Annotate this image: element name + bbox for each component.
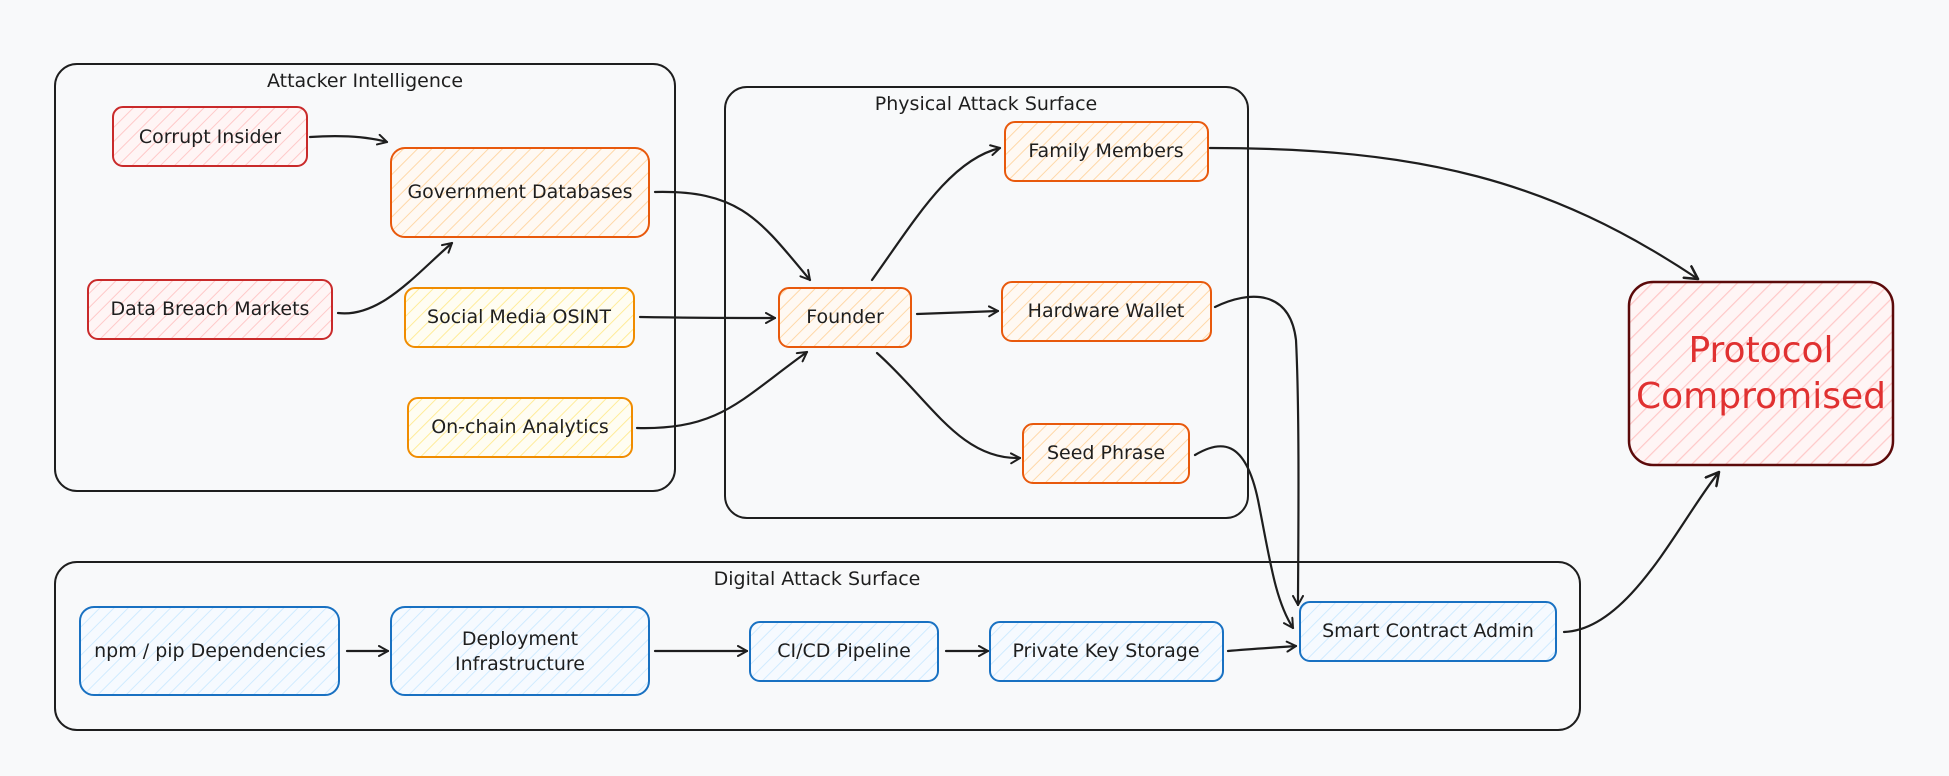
edge-founder-to-family — [870, 144, 1002, 282]
group-digital-attack-surface: Digital Attack Surface — [54, 561, 1581, 731]
node-label: CI/CD Pipeline — [777, 640, 911, 662]
edge-breach-to-govdb — [336, 241, 454, 315]
node-label: npm / pip Dependencies — [94, 640, 326, 662]
node-label: Founder — [806, 306, 884, 328]
final-label-line1: Protocol — [1688, 330, 1833, 371]
edge-osint-to-founder — [638, 311, 777, 324]
node-label: Government Databases — [407, 181, 632, 203]
edge-onchain-to-founder — [635, 350, 809, 430]
node-protocol-compromised[interactable]: Protocol Compromised — [1627, 280, 1895, 467]
edge-pks-to-sca — [1226, 640, 1298, 653]
node-label: Smart Contract Admin — [1322, 620, 1534, 642]
node-family-members[interactable]: Family Members — [1004, 121, 1209, 182]
node-data-breach-markets[interactable]: Data Breach Markets — [87, 279, 333, 340]
edge-founder-to-seed — [875, 351, 1022, 465]
node-corrupt-insider[interactable]: Corrupt Insider — [112, 106, 308, 167]
node-label: Private Key Storage — [1012, 640, 1199, 662]
edge-sca-to-protocol — [1562, 472, 1719, 634]
node-label-line1: Deployment — [462, 628, 578, 650]
node-cicd-pipeline[interactable]: CI/CD Pipeline — [749, 621, 939, 682]
node-seed-phrase[interactable]: Seed Phrase — [1022, 423, 1190, 484]
node-label: Data Breach Markets — [111, 298, 310, 320]
edge-insider-to-govdb — [308, 133, 389, 146]
node-private-key-storage[interactable]: Private Key Storage — [989, 621, 1224, 682]
node-label-line2: Infrastructure — [455, 653, 585, 675]
group-physical-attack-surface: Physical Attack Surface — [724, 86, 1249, 519]
edge-hwwallet-to-sca — [1213, 295, 1305, 607]
node-npm-pip-dependencies[interactable]: npm / pip Dependencies — [79, 606, 340, 696]
group-title-physical: Physical Attack Surface — [875, 93, 1097, 115]
group-title-attacker: Attacker Intelligence — [267, 70, 463, 92]
edge-govdb-to-founder — [653, 190, 812, 282]
edge-seed-to-sca — [1193, 445, 1295, 630]
group-attacker-intelligence: Attacker Intelligence — [54, 63, 676, 492]
node-label: On-chain Analytics — [431, 416, 609, 438]
node-government-databases[interactable]: Government Databases — [390, 147, 650, 238]
node-label: Seed Phrase — [1047, 442, 1165, 464]
node-onchain-analytics[interactable]: On-chain Analytics — [407, 397, 633, 458]
node-deployment-infrastructure[interactable]: Deployment Infrastructure — [390, 606, 650, 696]
node-smart-contract-admin[interactable]: Smart Contract Admin — [1299, 601, 1557, 662]
node-label: Social Media OSINT — [427, 306, 611, 328]
node-social-media-osint[interactable]: Social Media OSINT — [404, 287, 635, 348]
edge-founder-to-hwwallet — [915, 305, 1000, 318]
node-founder[interactable]: Founder — [778, 287, 912, 348]
node-label: Hardware Wallet — [1028, 300, 1185, 322]
node-hardware-wallet[interactable]: Hardware Wallet — [1001, 281, 1212, 342]
final-label-line2: Compromised — [1636, 376, 1886, 417]
edge-family-to-protocol — [1208, 146, 1698, 279]
group-title-digital: Digital Attack Surface — [714, 568, 921, 590]
node-label: Family Members — [1028, 140, 1183, 162]
node-label: Corrupt Insider — [139, 126, 281, 148]
edges — [308, 133, 1719, 657]
